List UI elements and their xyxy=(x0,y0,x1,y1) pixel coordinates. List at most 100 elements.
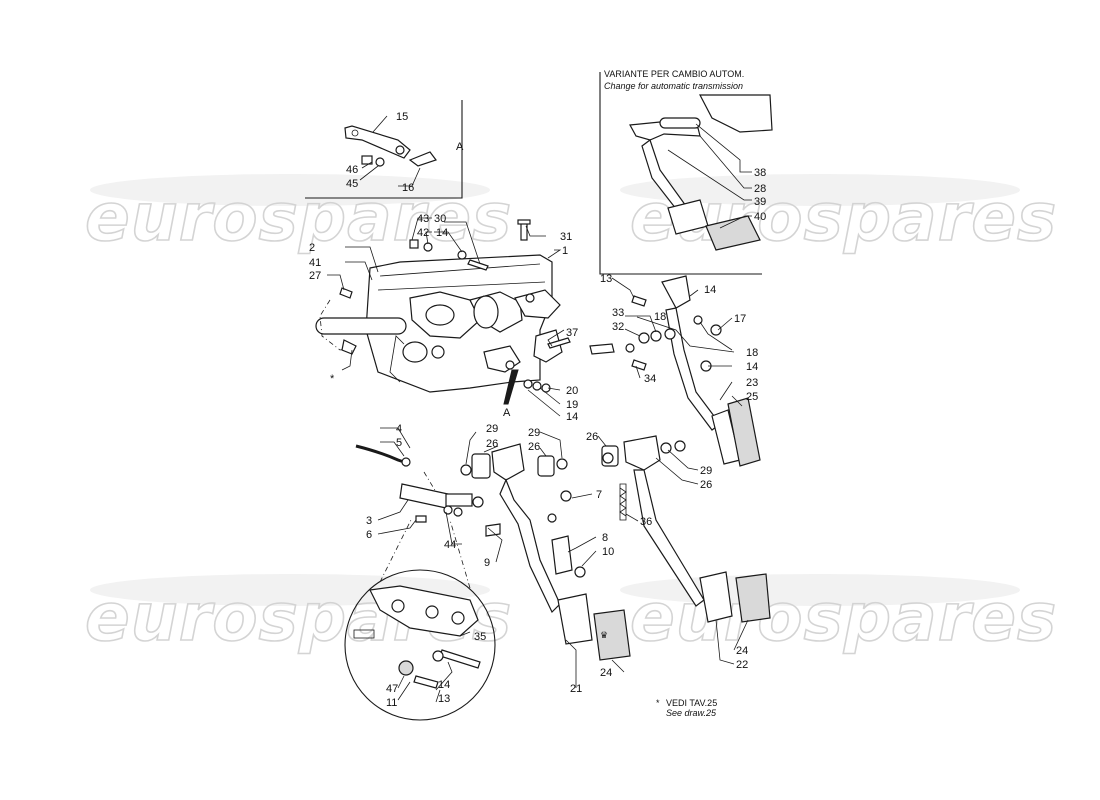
return-spring-part xyxy=(619,483,627,521)
callout-45: 45 xyxy=(346,178,358,190)
callout-6: 6 xyxy=(366,529,372,541)
callout-43: 43 xyxy=(417,213,429,225)
callout-37: 37 xyxy=(566,327,578,339)
inset-frame xyxy=(599,72,762,275)
callout-13: 13 xyxy=(600,273,612,285)
inset-title-english: Change for automatic transmission xyxy=(604,81,743,91)
inset-automatic-transmission: VARIANTE PER CAMBIO AUTOM. Change for au… xyxy=(599,69,773,275)
callout-29b: 29 xyxy=(528,427,540,439)
callout-36: 36 xyxy=(640,516,652,528)
clutch-pedal-rubber xyxy=(593,609,631,661)
bolt-part xyxy=(520,221,528,241)
callout-labels: 15 46 45 16 38 28 39 40 30 43 42 14 31 1… xyxy=(309,111,766,709)
callout-14b: 14 xyxy=(566,411,578,423)
clutch-pedal-arm xyxy=(499,478,561,614)
callout-22: 22 xyxy=(736,659,748,671)
callout-14: 14 xyxy=(436,227,448,239)
bracket-part xyxy=(344,125,411,159)
see-drawing-note: * VEDI TAV.25 See draw.25 xyxy=(656,698,717,718)
callout-17: 17 xyxy=(734,313,746,325)
note-italian: VEDI TAV.25 xyxy=(666,698,717,708)
throttle-pedal-group xyxy=(589,275,761,467)
pivot-shaft xyxy=(315,317,407,335)
callout-8: 8 xyxy=(602,532,608,544)
inset-detail-a: A xyxy=(305,100,464,199)
clutch-pedal-pad xyxy=(557,593,593,645)
callout-5: 5 xyxy=(396,437,402,449)
callout-28: 28 xyxy=(754,183,766,195)
watermark-text: eurospares xyxy=(85,179,512,256)
callout-33: 33 xyxy=(612,307,624,319)
shaft-part xyxy=(659,117,701,129)
brake-pedal-arm xyxy=(633,469,705,607)
detail-circle xyxy=(344,569,496,721)
callout-star: * xyxy=(330,373,335,385)
note-star: * xyxy=(656,698,660,708)
inset-title-italian: VARIANTE PER CAMBIO AUTOM. xyxy=(604,69,744,79)
bushing-part xyxy=(471,453,491,479)
callout-14e: 14 xyxy=(438,679,450,691)
callout-9: 9 xyxy=(484,557,490,569)
pedal-housing: A xyxy=(315,219,563,419)
callout-10: 10 xyxy=(602,546,614,558)
section-arrow-a xyxy=(503,369,519,405)
callout-1: 1 xyxy=(562,245,568,257)
callout-19: 19 xyxy=(566,399,578,411)
callout-38: 38 xyxy=(754,167,766,179)
master-cylinder-group xyxy=(355,444,501,537)
callout-26d: 26 xyxy=(700,479,712,491)
callout-11: 11 xyxy=(386,697,397,709)
zoom-detail-circle xyxy=(344,517,496,721)
callout-24b: 24 xyxy=(736,645,748,657)
washer-part xyxy=(375,157,385,167)
callout-26: 26 xyxy=(486,438,498,450)
callout-23: 23 xyxy=(746,377,758,389)
inset-frame xyxy=(305,100,463,199)
housing-fasteners xyxy=(339,239,571,393)
screw-part xyxy=(408,151,437,167)
callout-39: 39 xyxy=(754,196,766,208)
callout-14d: 14 xyxy=(746,361,758,373)
callout-26c: 26 xyxy=(586,431,598,443)
callout-7: 7 xyxy=(596,489,602,501)
callout-26b: 26 xyxy=(528,441,540,453)
callout-46: 46 xyxy=(346,164,358,176)
callout-29c: 29 xyxy=(700,465,712,477)
clutch-pedal-group: ♛ xyxy=(460,443,631,661)
throttle-pedal-rubber xyxy=(727,397,761,467)
callout-40: 40 xyxy=(754,211,766,223)
callout-15: 15 xyxy=(396,111,408,123)
brake-pedal-pad xyxy=(699,571,733,623)
callout-3: 3 xyxy=(366,515,372,527)
nut-part xyxy=(361,155,373,165)
callout-14c: 14 xyxy=(704,284,716,296)
clutch-pedal-head xyxy=(491,443,525,481)
callout-18b: 18 xyxy=(746,347,758,359)
section-marker-a-main: A xyxy=(503,407,511,419)
callout-44: 44 xyxy=(444,539,456,551)
pedal-box-part xyxy=(699,94,773,133)
master-cylinder-part xyxy=(399,483,449,509)
callout-30: 30 xyxy=(434,213,446,225)
callout-24: 24 xyxy=(600,667,612,679)
callout-47: 47 xyxy=(386,683,398,695)
throttle-pedal-head xyxy=(661,275,691,309)
brake-pedal-head xyxy=(623,435,661,471)
callout-29: 29 xyxy=(486,423,498,435)
callout-2: 2 xyxy=(309,242,315,254)
watermark-text: eurospares xyxy=(630,579,1057,656)
callout-27: 27 xyxy=(309,270,321,282)
callout-32: 32 xyxy=(612,321,624,333)
svg-text:♛: ♛ xyxy=(600,630,608,640)
spring-cylinder-part xyxy=(551,535,573,575)
note-english: See draw.25 xyxy=(666,708,717,718)
watermark-swoosh xyxy=(620,174,1020,206)
callout-41: 41 xyxy=(309,257,321,269)
callout-4: 4 xyxy=(396,423,402,435)
callout-18: 18 xyxy=(654,311,666,323)
brake-pedal-rubber xyxy=(735,573,771,623)
callout-35: 35 xyxy=(474,631,486,643)
throttle-pedal-arm xyxy=(665,307,721,431)
